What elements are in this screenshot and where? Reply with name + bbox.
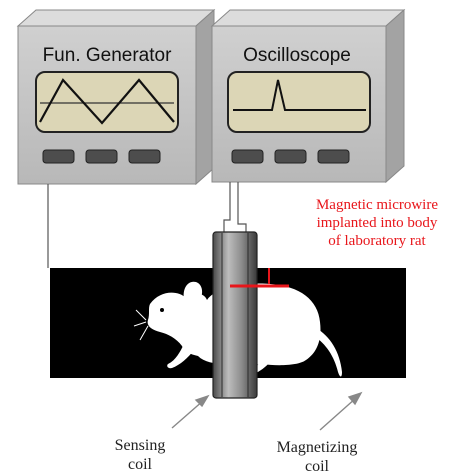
rat-ear: [183, 281, 203, 300]
sensing-coil-label-line-1: Sensing: [115, 437, 166, 454]
microwire-annotation: Magnetic microwire implanted into body o…: [316, 197, 438, 249]
generator-side-face: [195, 8, 215, 186]
oscilloscope-label: Oscilloscope: [243, 45, 351, 66]
oscilloscope-screen: [227, 71, 371, 133]
generator-button-3: [128, 149, 161, 164]
pointer-arrows: [171, 391, 363, 431]
oscilloscope-wire-right: [237, 182, 247, 232]
annotation-line-1: Magnetic microwire: [316, 197, 438, 213]
rat-front-leg: [167, 344, 194, 369]
annotation-line-3: of laboratory rat: [328, 233, 426, 249]
sensing-coil: [212, 231, 258, 399]
rat-whisker-2: [133, 321, 147, 327]
connection-wires: [47, 182, 247, 268]
magnetizing-coil-arrowhead: [347, 391, 363, 406]
generator-label: Fun. Generator: [43, 45, 173, 66]
rat-whisker-1: [135, 309, 147, 321]
oscilloscope-side-face: [385, 8, 405, 184]
triangle-waveform: [39, 78, 175, 125]
coil-labels: Sensing coil Magnetizing coil: [115, 437, 358, 475]
magnetizing-coil-arrow: [319, 397, 357, 431]
oscilloscope-button-1: [231, 149, 264, 164]
annotation-line-2: implanted into body: [317, 215, 438, 231]
oscilloscope-top-face: [210, 9, 406, 27]
oscilloscope-button-2: [274, 149, 307, 164]
rat-whisker-3: [139, 325, 149, 341]
sensing-coil-label-line-2: coil: [128, 456, 153, 473]
generator-button-2: [85, 149, 118, 164]
generator-button-1: [42, 149, 75, 164]
magnetizing-coil-label-line-1: Magnetizing: [277, 439, 358, 456]
oscilloscope-wire-left: [223, 182, 231, 232]
oscilloscope: Oscilloscope: [210, 8, 406, 184]
rat-eye: [160, 308, 164, 312]
sensing-coil-arrowhead: [194, 394, 210, 408]
oscilloscope-button-3: [317, 149, 350, 164]
generator-top-face: [16, 9, 216, 27]
sensing-coil-arrow: [171, 399, 205, 429]
pulse-waveform: [233, 79, 366, 111]
magnetizing-coil-label-line-2: coil: [305, 458, 330, 475]
sensing-coil-body: [212, 231, 258, 399]
rat-tail: [314, 328, 342, 377]
generator-screen: [35, 71, 179, 133]
function-generator: Fun. Generator: [16, 8, 216, 186]
